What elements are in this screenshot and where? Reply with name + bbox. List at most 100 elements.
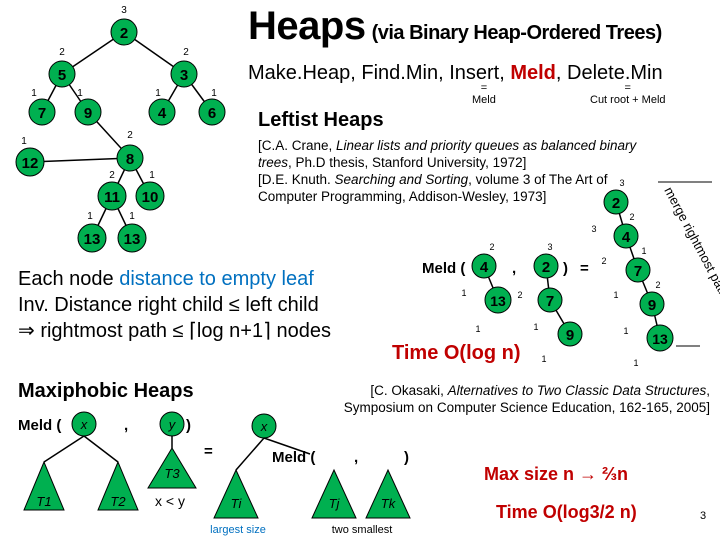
svg-text:2: 2 bbox=[120, 25, 128, 42]
svg-text:6: 6 bbox=[208, 105, 216, 122]
tree-node: 8 bbox=[116, 144, 144, 172]
distance-label: 1 bbox=[31, 88, 37, 99]
tree-node: 11 bbox=[97, 181, 127, 211]
distance-label: 1 bbox=[623, 326, 628, 336]
tree-node: 10 bbox=[135, 181, 165, 211]
maxi-meld-label: Meld ( bbox=[18, 417, 61, 434]
tree-node: 13 bbox=[77, 223, 107, 253]
svg-text:11: 11 bbox=[104, 189, 120, 206]
tree-node: 12 bbox=[15, 147, 45, 177]
svg-text:T1: T1 bbox=[36, 494, 51, 509]
svg-text:13: 13 bbox=[652, 331, 668, 347]
deletemin-note: =Cut root + Meld bbox=[590, 82, 666, 106]
tree-node: 2 bbox=[110, 18, 138, 46]
subtree-T2 bbox=[97, 460, 139, 511]
tree-node: 3 bbox=[170, 60, 198, 88]
tree-node: 4 bbox=[148, 98, 176, 126]
x-less-than-y: x < y bbox=[155, 493, 185, 509]
distance-invariant: Each node distance to empty leaf Inv. Di… bbox=[18, 268, 331, 342]
max-size-note: Max size n → ⅔n bbox=[484, 464, 629, 484]
maxi-node-y: y bbox=[159, 411, 185, 437]
subtree-T3 bbox=[147, 447, 197, 489]
meld-expr-close: ) bbox=[563, 260, 568, 277]
svg-text:merge rightmost paths: merge rightmost paths bbox=[661, 184, 720, 306]
tree-edges bbox=[29, 31, 661, 339]
okasaki-reference: [C. Okasaki, Alternatives to Two Classic… bbox=[343, 383, 710, 415]
svg-text:Ti: Ti bbox=[231, 496, 243, 511]
distance-label: 1 bbox=[475, 324, 480, 334]
svg-text:13: 13 bbox=[84, 231, 101, 248]
subtree-Ti bbox=[213, 468, 259, 519]
tree-node: 2 bbox=[533, 253, 559, 279]
tree-node: 4 bbox=[471, 253, 497, 279]
tree-node: 7 bbox=[625, 257, 651, 283]
distance-label: 2 bbox=[489, 242, 494, 252]
tree-node: 7 bbox=[28, 98, 56, 126]
distance-label: 1 bbox=[149, 170, 155, 181]
references: [C.A. Crane, Linear lists and priority q… bbox=[258, 138, 637, 204]
distance-label: 2 bbox=[109, 170, 115, 181]
page-title: Heaps(via Binary Heap-Ordered Trees) bbox=[248, 4, 663, 48]
leftist-heaps-heading: Leftist Heaps bbox=[258, 109, 384, 131]
main-tree-nodes: 2 5 3 7 9 4 6 12 8 11 10 13 13 bbox=[15, 18, 226, 253]
distance-label: 3 bbox=[121, 5, 127, 16]
tree-node: 4 bbox=[613, 223, 639, 249]
distance-label: 2 bbox=[601, 256, 606, 266]
subtree-Tk bbox=[365, 468, 411, 519]
page-number: 3 bbox=[700, 510, 707, 522]
maxiphobic-diagram: Meld ( x , y ) T1 T2 T3 x < y = x Meld (… bbox=[18, 411, 411, 536]
distance-label: 1 bbox=[21, 136, 27, 147]
tree-node: 2 bbox=[603, 189, 629, 215]
svg-text:7: 7 bbox=[38, 105, 46, 122]
svg-text:x: x bbox=[260, 419, 268, 434]
svg-text:13: 13 bbox=[124, 231, 141, 248]
distance-label: 2 bbox=[629, 212, 634, 222]
tree-node: 13 bbox=[484, 286, 512, 314]
maxi-inner-meld: Meld ( bbox=[272, 449, 315, 466]
distance-label: 3 bbox=[591, 224, 596, 234]
maxi-close: ) bbox=[186, 417, 191, 434]
maxi-result-root: x bbox=[251, 413, 277, 439]
result-heap-distances: 3 3 2 2 1 1 1 1 2 bbox=[591, 178, 660, 368]
tree-node: 13 bbox=[646, 324, 674, 352]
tree-node: 5 bbox=[48, 60, 76, 88]
distance-label: 1 bbox=[613, 290, 618, 300]
main-tree-distances: 3 2 2 1 1 1 1 1 2 2 1 1 1 bbox=[21, 5, 217, 222]
svg-text:7: 7 bbox=[634, 263, 642, 280]
distance-label: 1 bbox=[211, 88, 217, 99]
tree-node: 6 bbox=[198, 98, 226, 126]
distance-label: 2 bbox=[59, 47, 65, 58]
svg-text:4: 4 bbox=[158, 105, 167, 122]
meld-operand-distances: 2 1 1 3 2 1 1 bbox=[461, 242, 552, 364]
maxi-inner-close: ) bbox=[404, 449, 409, 466]
maxiphobic-heading: Maxiphobic Heaps bbox=[18, 380, 194, 402]
svg-text:y: y bbox=[168, 417, 177, 432]
largest-size-label: largest size bbox=[210, 524, 266, 536]
svg-text:10: 10 bbox=[142, 189, 159, 206]
maxi-inner-comma: , bbox=[354, 449, 358, 466]
two-smallest-label: two smallest bbox=[332, 524, 393, 536]
distance-label: 1 bbox=[155, 88, 161, 99]
operations-list: Make.Heap, Find.Min, Insert, Meld, Delet… bbox=[248, 62, 663, 84]
page-subtitle: (via Binary Heap-Ordered Trees) bbox=[371, 22, 663, 44]
distance-label: 2 bbox=[183, 47, 189, 58]
svg-text:5: 5 bbox=[58, 67, 66, 84]
distance-label: 1 bbox=[641, 246, 646, 256]
svg-text:2: 2 bbox=[612, 195, 620, 212]
distance-label: 2 bbox=[655, 280, 660, 290]
meld-expr-label: Meld ( bbox=[422, 260, 465, 277]
tree-node: 9 bbox=[557, 321, 583, 347]
meld-operand-nodes: 4 13 2 7 9 bbox=[471, 253, 583, 347]
maxi-equals: = bbox=[204, 443, 213, 460]
time-log-n: Time O(log n) bbox=[392, 342, 521, 364]
svg-text:Tj: Tj bbox=[329, 496, 341, 511]
meld-expr-comma: , bbox=[512, 260, 516, 277]
svg-text:x: x bbox=[80, 417, 88, 432]
tree-node: 7 bbox=[537, 287, 563, 313]
svg-text:Tk: Tk bbox=[381, 496, 397, 511]
distance-label: 1 bbox=[633, 358, 638, 368]
distance-label: 2 bbox=[517, 290, 522, 300]
distance-label: 1 bbox=[77, 88, 83, 99]
svg-text:9: 9 bbox=[566, 327, 574, 344]
distance-label: 1 bbox=[129, 211, 135, 222]
